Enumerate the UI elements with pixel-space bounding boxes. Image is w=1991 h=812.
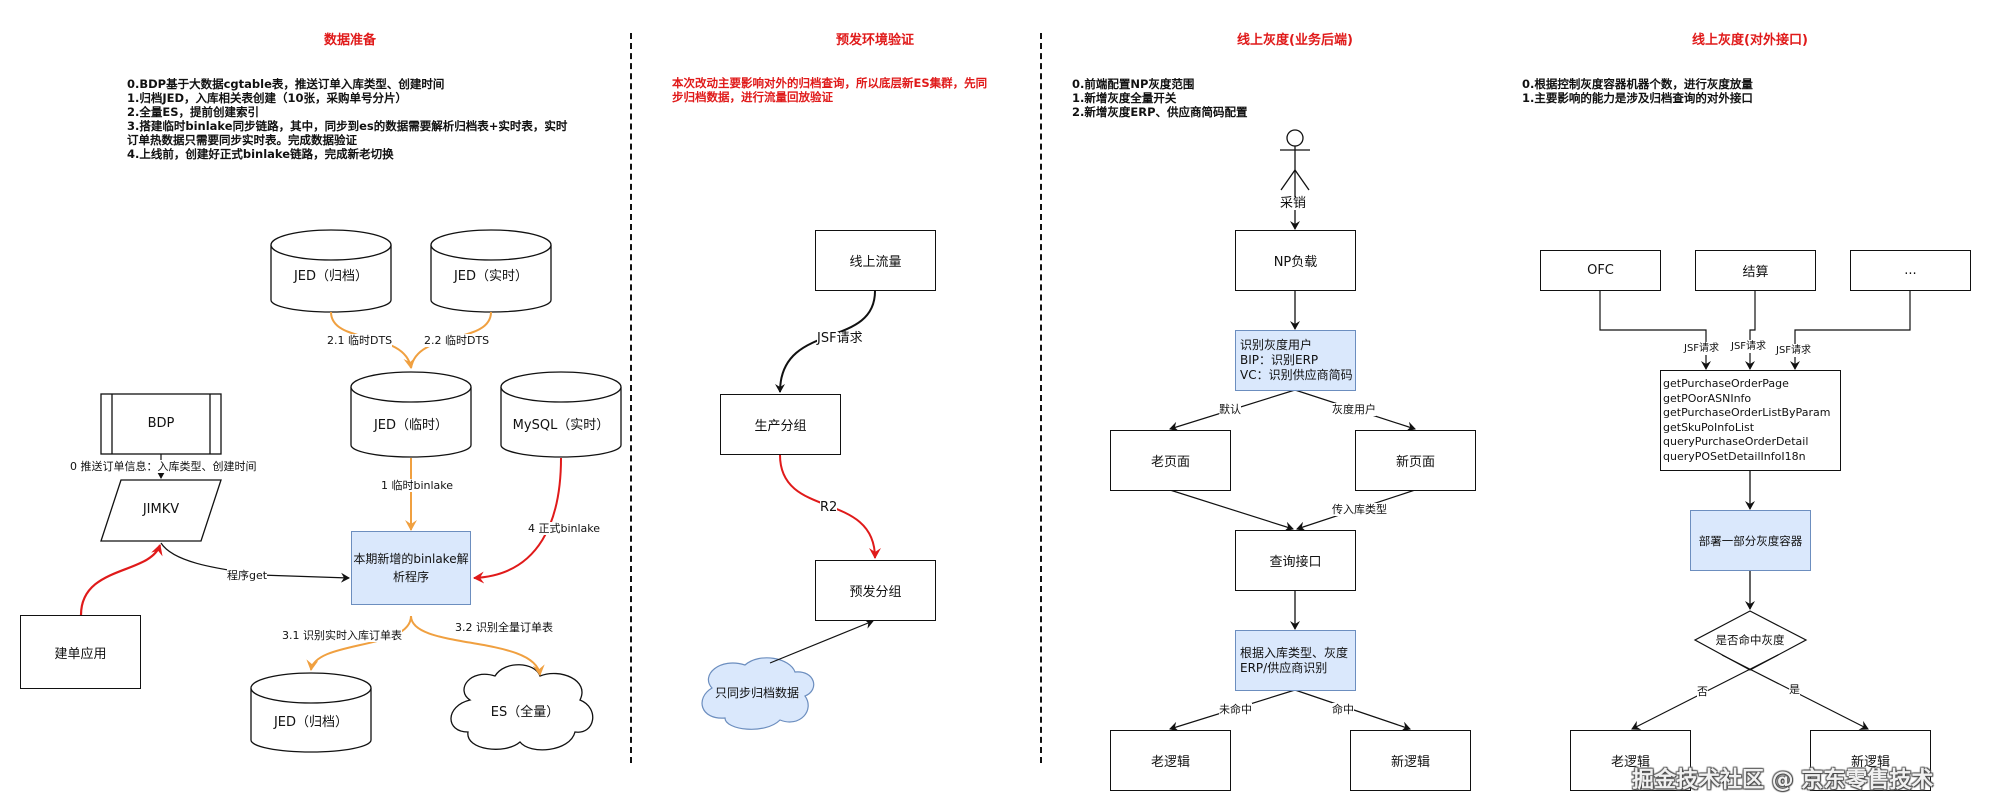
panel-divider	[1040, 33, 1042, 763]
node-mysql-realtime: MySQL（实时）	[512, 418, 610, 433]
edge-label-dts-21: 2.1 临时DTS	[327, 334, 393, 347]
edge-jsf-settlement	[1745, 290, 1756, 370]
panel-title-data-prep: 数据准备	[323, 33, 376, 48]
node-online-traffic: 线上流量	[815, 230, 936, 291]
actor-figure-icon	[1280, 129, 1310, 191]
edge-label-program-get: 程序get	[227, 569, 268, 582]
edge-label-r2: R2	[820, 500, 838, 515]
node-binlake-parser: 本期新增的binlake解析程序	[351, 531, 471, 605]
edge-label-jsf-1: JSF请求	[1684, 342, 1720, 355]
pre-env-notes: 本次改动主要影响对外的归档查询，所以底层新ES集群，先同 步归档数据，进行流量回…	[672, 76, 988, 104]
edge-label-dts-22: 2.2 临时DTS	[424, 334, 490, 347]
edge-label-default: 默认	[1219, 403, 1241, 416]
node-jed-archive-bottom: JED（归档）	[273, 715, 349, 730]
node-settlement: 结算	[1695, 250, 1816, 291]
node-old-logic-api: 老逻辑	[1570, 730, 1691, 791]
node-new-logic-api: 新逻辑	[1810, 730, 1931, 791]
cylinder-jed-realtime	[430, 229, 552, 313]
node-route-by-type: 根据入库类型、灰度 ERP/供应商识别	[1235, 630, 1356, 691]
panel-title-gray-backend: 线上灰度(业务后端)	[1237, 33, 1353, 48]
edge-label-yes: 是	[1789, 683, 1800, 696]
node-bdp: BDP	[147, 416, 175, 431]
node-more: ...	[1850, 250, 1971, 291]
edge-label-hit: 命中	[1332, 703, 1354, 716]
edge-label-identify-realtime: 3.1 识别实时入库订单表	[282, 629, 402, 642]
watermark: 掘金技术社区 @ 京东零售技术	[1632, 768, 1934, 793]
decision-diamond-shape	[1693, 610, 1808, 671]
node-es-full: ES（全量）	[490, 705, 560, 720]
edge-label-gray-user: 灰度用户	[1332, 403, 1376, 416]
edge-label-temp-binlake: 1 临时binlake	[381, 479, 454, 492]
node-order-app: 建单应用	[20, 615, 141, 689]
node-new-logic-backend: 新逻辑	[1350, 730, 1471, 791]
node-identify-gray: 识别灰度用户 BIP：识别ERP VC：识别供应商简码	[1235, 330, 1356, 391]
panel-title-pre-env: 预发环境验证	[835, 33, 914, 48]
actor-label: 采销	[1280, 196, 1307, 211]
node-jed-temp: JED（临时）	[373, 418, 449, 433]
node-old-logic-backend: 老逻辑	[1110, 730, 1231, 791]
node-old-page: 老页面	[1110, 430, 1231, 491]
edge-sync-to-pre	[769, 619, 874, 664]
jimkv-shape	[100, 479, 222, 542]
es-cloud-shape	[450, 664, 594, 751]
edge-identify-realtime	[306, 615, 412, 671]
edge-label-identify-full: 3.2 识别全量订单表	[455, 621, 553, 634]
edge-label-miss: 未命中	[1219, 703, 1252, 716]
edge-jsf-more	[1790, 290, 1911, 370]
edge-formal-binlake	[473, 457, 562, 584]
node-np-load: NP负载	[1235, 230, 1356, 291]
node-jimkv: JIMKV	[142, 502, 180, 517]
node-ofc: OFC	[1540, 250, 1661, 291]
edge-old-page-query	[1169, 489, 1294, 532]
edge-label-formal-binlake: 4 正式binlake	[528, 522, 601, 535]
edge-label-jsf-2: JSF请求	[1731, 340, 1767, 353]
node-deploy-gray: 部署一部分灰度容器	[1690, 510, 1811, 571]
node-is-gray-hit: 是否命中灰度	[1715, 633, 1785, 647]
edge-label-jsf-request: JSF请求	[817, 331, 863, 346]
node-jed-realtime: JED（实时）	[453, 269, 529, 284]
sync-archive-cloud-shape	[701, 657, 815, 730]
cylinder-jed-temp	[350, 371, 472, 458]
edge-identify-full	[410, 615, 545, 676]
edge-label-push-order: 0 推送订单信息：入库类型、创建时间	[70, 460, 257, 473]
cylinder-jed-archive	[270, 229, 392, 313]
node-query-api: 查询接口	[1235, 530, 1356, 591]
node-api-list: getPurchaseOrderPage getPOorASNInfo getP…	[1660, 370, 1841, 471]
edge-order-app-jimkv	[79, 544, 163, 616]
node-prod-group: 生产分组	[720, 394, 841, 455]
node-sync-archive: 只同步归档数据	[714, 686, 799, 700]
gray-api-notes: 0.根据控制灰度容器机器个数，进行灰度放量 1.主要影响的能力是涉及归档查询的对…	[1522, 77, 1753, 105]
bdp-process-shape	[100, 393, 222, 455]
cylinder-jed-archive-bottom	[250, 672, 372, 753]
gray-backend-notes: 0.前端配置NP灰度范围 1.新增灰度全量开关 2.新增灰度ERP、供应商简码配…	[1072, 77, 1248, 119]
node-new-page: 新页面	[1355, 430, 1476, 491]
edge-label-jsf-3: JSF请求	[1776, 344, 1812, 357]
cylinder-mysql-realtime	[500, 371, 622, 458]
edge-label-no: 否	[1697, 685, 1708, 698]
node-jed-archive: JED（归档）	[293, 269, 369, 284]
panel-divider	[630, 33, 632, 763]
node-pre-group: 预发分组	[815, 560, 936, 621]
data-prep-notes: 0.BDP基于大数据cgtable表，推送订单入库类型、创建时间 1.归档JED…	[127, 77, 568, 161]
panel-title-gray-api: 线上灰度(对外接口)	[1692, 33, 1808, 48]
edge-label-pass-type: 传入库类型	[1332, 503, 1387, 516]
edge-jsf-ofc	[1599, 290, 1711, 370]
